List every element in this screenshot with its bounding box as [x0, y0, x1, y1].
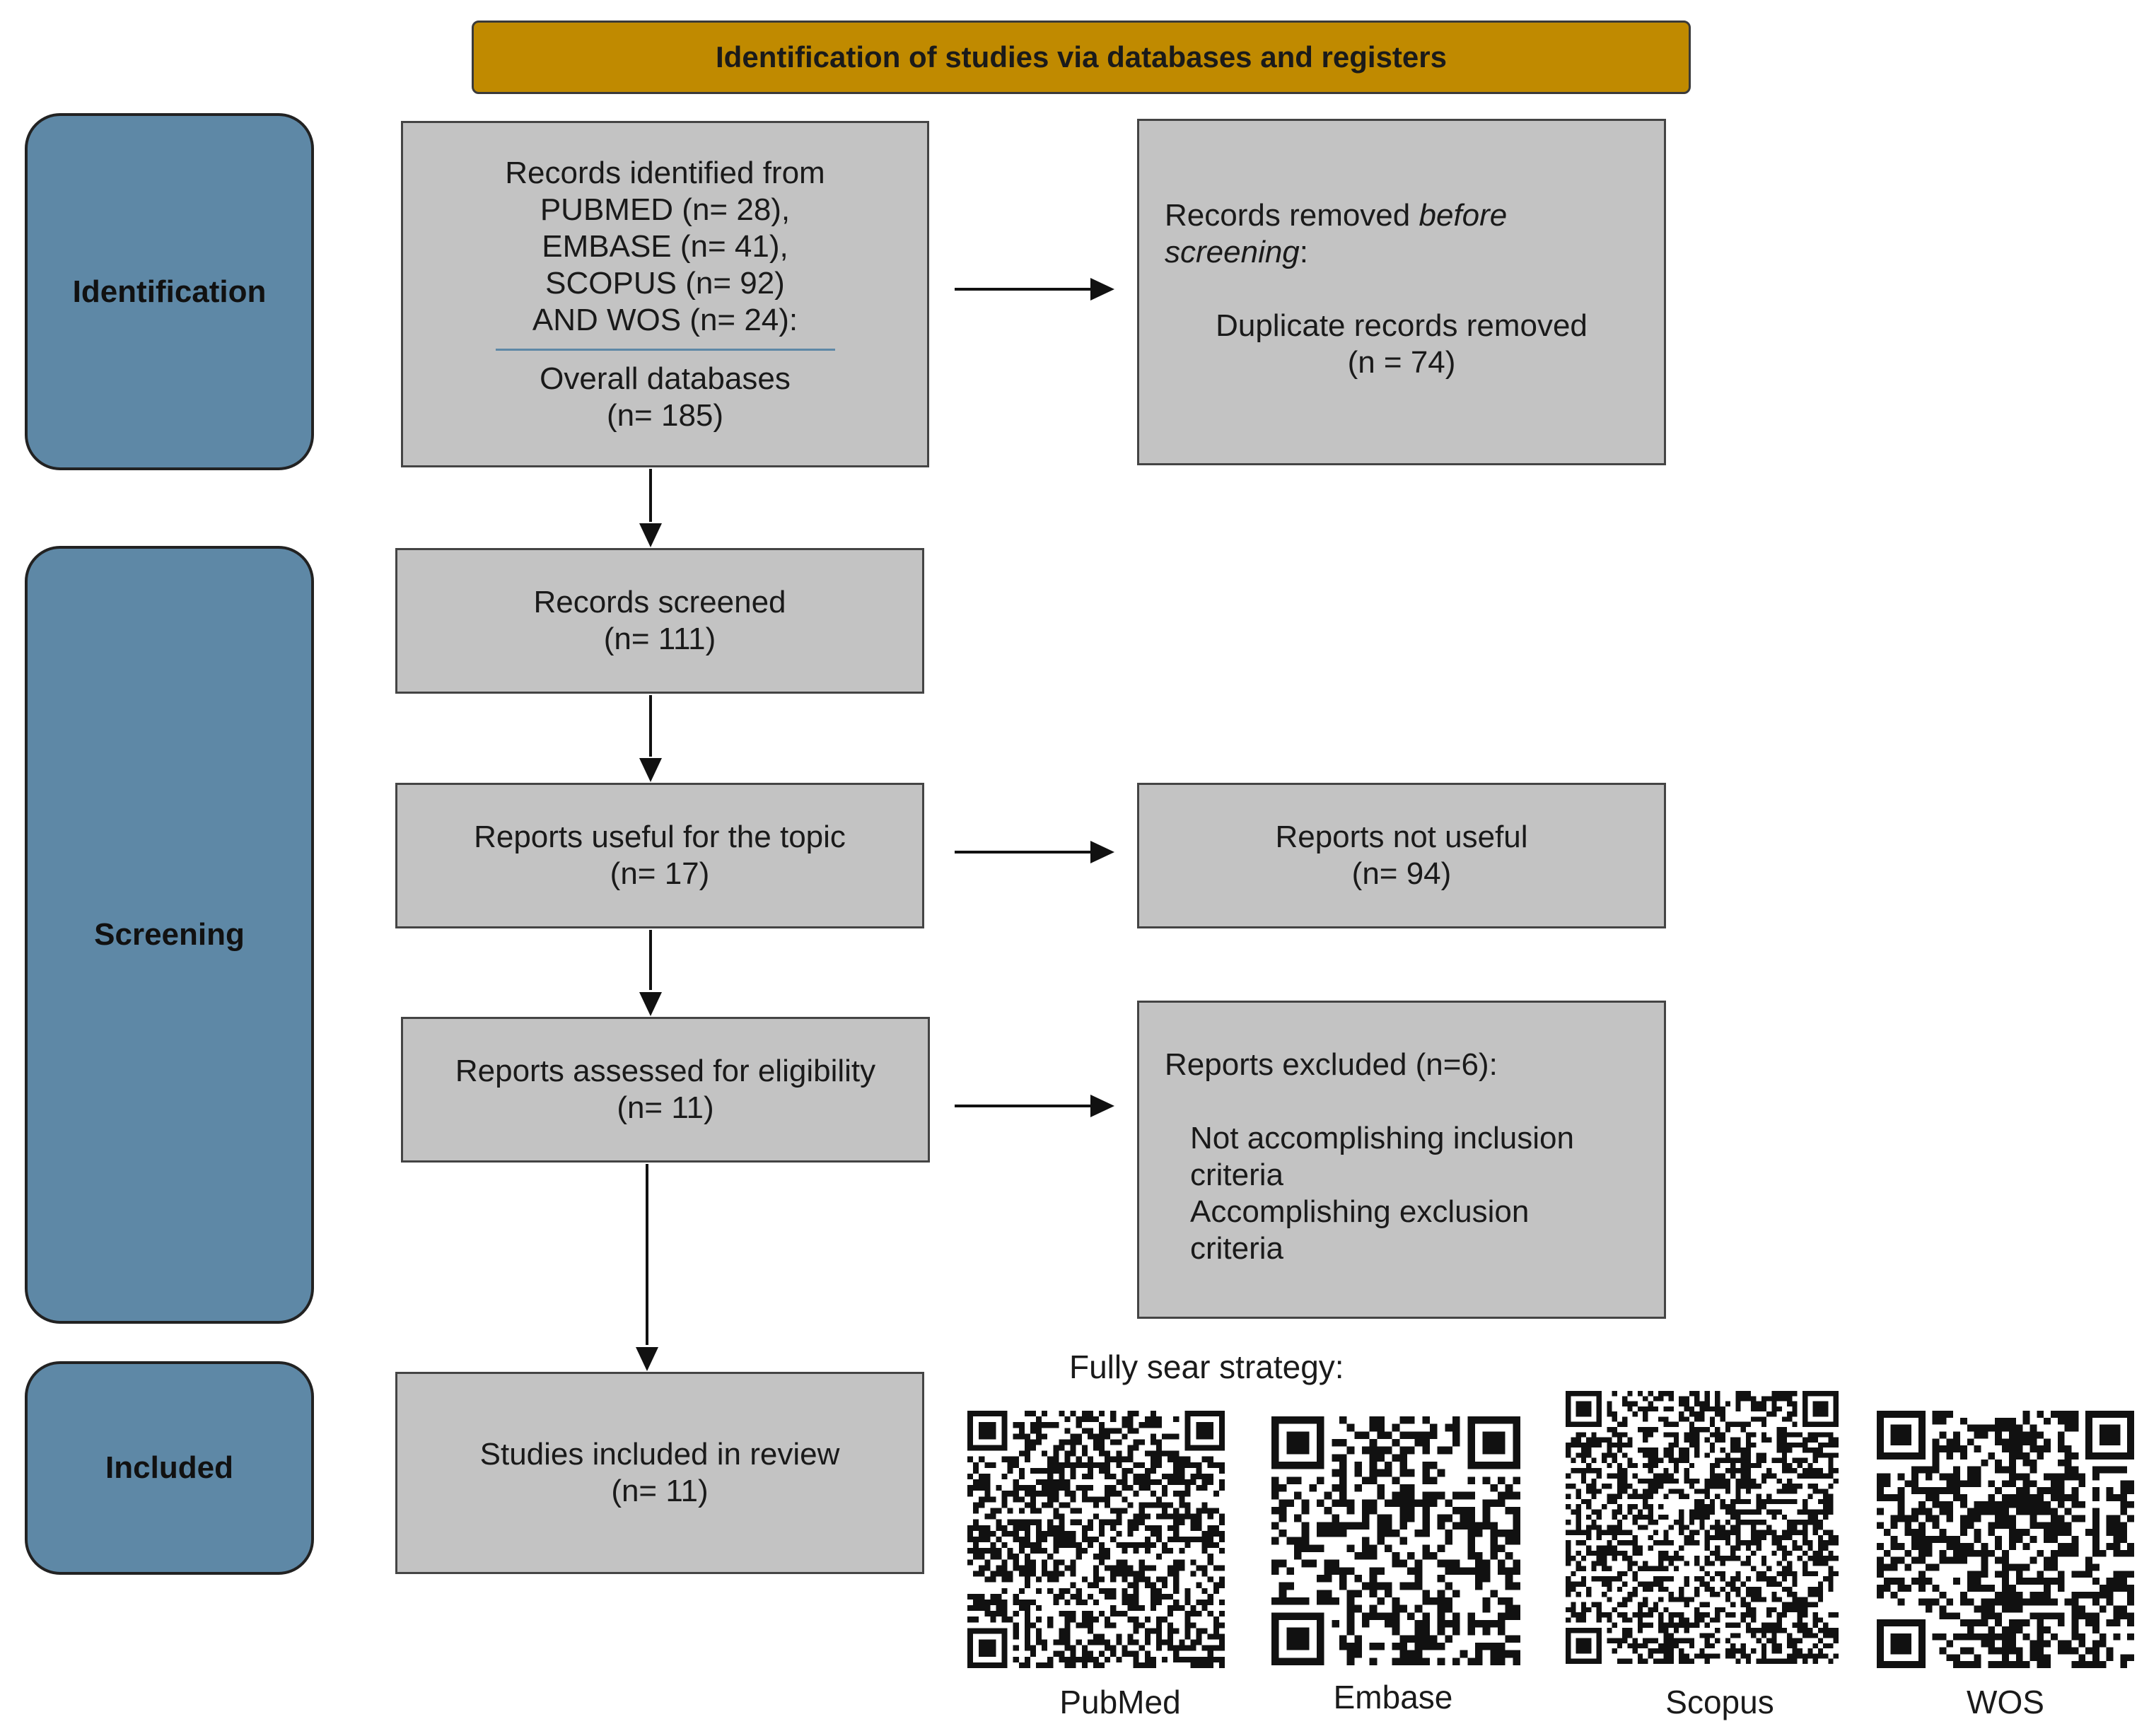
arrowhead-included	[636, 1347, 658, 1371]
reports-useful-label: Reports useful for the topic	[474, 820, 846, 854]
duplicate-records-count: (n = 74)	[1347, 345, 1456, 380]
diagram-header: Identification of studies via databases …	[472, 21, 1691, 94]
records-identified-divider	[495, 348, 835, 351]
overall-databases-count: (n= 185)	[606, 397, 724, 433]
reports-useful-box: Reports useful for the topic (n= 17)	[395, 783, 924, 928]
embase-qr-code-icon[interactable]	[1271, 1416, 1520, 1665]
exclusion-reason-2-line-1: Accomplishing exclusion	[1190, 1194, 1530, 1229]
records-removed-heading-plain: Records removed	[1165, 198, 1419, 233]
records-identified-line-3: EMBASE (n= 41),	[542, 228, 788, 264]
studies-included-count: (n= 11)	[611, 1474, 709, 1508]
phase-identification-label: Identification	[72, 274, 267, 309]
qr-label-wos: WOS	[1967, 1684, 2044, 1720]
scopus-qr-code-icon[interactable]	[1566, 1391, 1839, 1664]
phase-screening: Screening	[25, 546, 314, 1324]
arrowhead-removed	[1090, 278, 1114, 301]
qr-label-scopus: Scopus	[1665, 1684, 1774, 1720]
records-screened-label: Records screened	[533, 585, 786, 619]
pubmed-qr-code-icon[interactable]	[967, 1411, 1225, 1668]
records-removed-box: Records removed before screening: Duplic…	[1137, 119, 1666, 465]
qr-label-pubmed: PubMed	[1059, 1684, 1181, 1720]
phase-included: Included	[25, 1361, 314, 1575]
arrowhead-excluded	[1090, 1095, 1114, 1117]
records-identified-line-2: PUBMED (n= 28),	[540, 192, 791, 227]
arrowhead-not-useful	[1090, 841, 1114, 863]
exclusion-reason-2-line-2: criteria	[1190, 1231, 1284, 1266]
reports-assessed-label: Reports assessed for eligibility	[455, 1054, 876, 1088]
records-screened-box: Records screened (n= 111)	[395, 548, 924, 694]
records-removed-heading: Records removed before screening:	[1139, 197, 1664, 271]
records-screened-count: (n= 111)	[603, 622, 716, 656]
reports-not-useful-box: Reports not useful (n= 94)	[1137, 783, 1666, 928]
reports-not-useful-count: (n= 94)	[1351, 856, 1452, 891]
reports-excluded-heading: Reports excluded (n=6):	[1165, 1047, 1498, 1082]
phase-identification: Identification	[25, 113, 314, 470]
reports-assessed-count: (n= 11)	[617, 1090, 714, 1125]
records-identified-line-1: Records identified from	[505, 155, 825, 190]
records-removed-heading-colon: :	[1299, 235, 1309, 269]
exclusion-reason-1-line-1: Not accomplishing inclusion	[1190, 1121, 1574, 1155]
phase-included-label: Included	[105, 1450, 233, 1485]
search-strategy-caption: Fully sear strategy:	[1069, 1348, 1344, 1385]
duplicate-records-item: Duplicate records removed (n = 74)	[1139, 308, 1664, 381]
wos-qr-code-icon[interactable]	[1877, 1411, 2134, 1668]
overall-databases-label: Overall databases	[540, 361, 791, 396]
arrowhead-assessed	[639, 992, 662, 1016]
records-removed-heading-italic: before	[1419, 198, 1508, 233]
phase-screening-label: Screening	[94, 917, 245, 952]
records-identified-box: Records identified from PUBMED (n= 28), …	[401, 121, 929, 467]
reports-assessed-box: Reports assessed for eligibility (n= 11)	[401, 1017, 930, 1163]
records-identified-line-5: AND WOS (n= 24):	[532, 302, 798, 337]
records-identified-line-4: SCOPUS (n= 92)	[545, 265, 785, 301]
header-title: Identification of studies via databases …	[716, 40, 1447, 74]
arrowhead-useful	[639, 758, 662, 782]
exclusion-reason-1-line-2: criteria	[1190, 1158, 1284, 1192]
reports-not-useful-label: Reports not useful	[1275, 820, 1528, 854]
reports-excluded-box: Reports excluded (n=6): Not accomplishin…	[1137, 1001, 1666, 1319]
duplicate-records-label: Duplicate records removed	[1216, 308, 1588, 343]
studies-included-label: Studies included in review	[479, 1437, 840, 1472]
records-removed-heading-italic-2: screening	[1165, 235, 1300, 269]
qr-label-embase: Embase	[1333, 1679, 1453, 1715]
arrowhead-screened	[639, 523, 662, 547]
studies-included-box: Studies included in review (n= 11)	[395, 1372, 924, 1574]
reports-useful-count: (n= 17)	[610, 856, 710, 891]
